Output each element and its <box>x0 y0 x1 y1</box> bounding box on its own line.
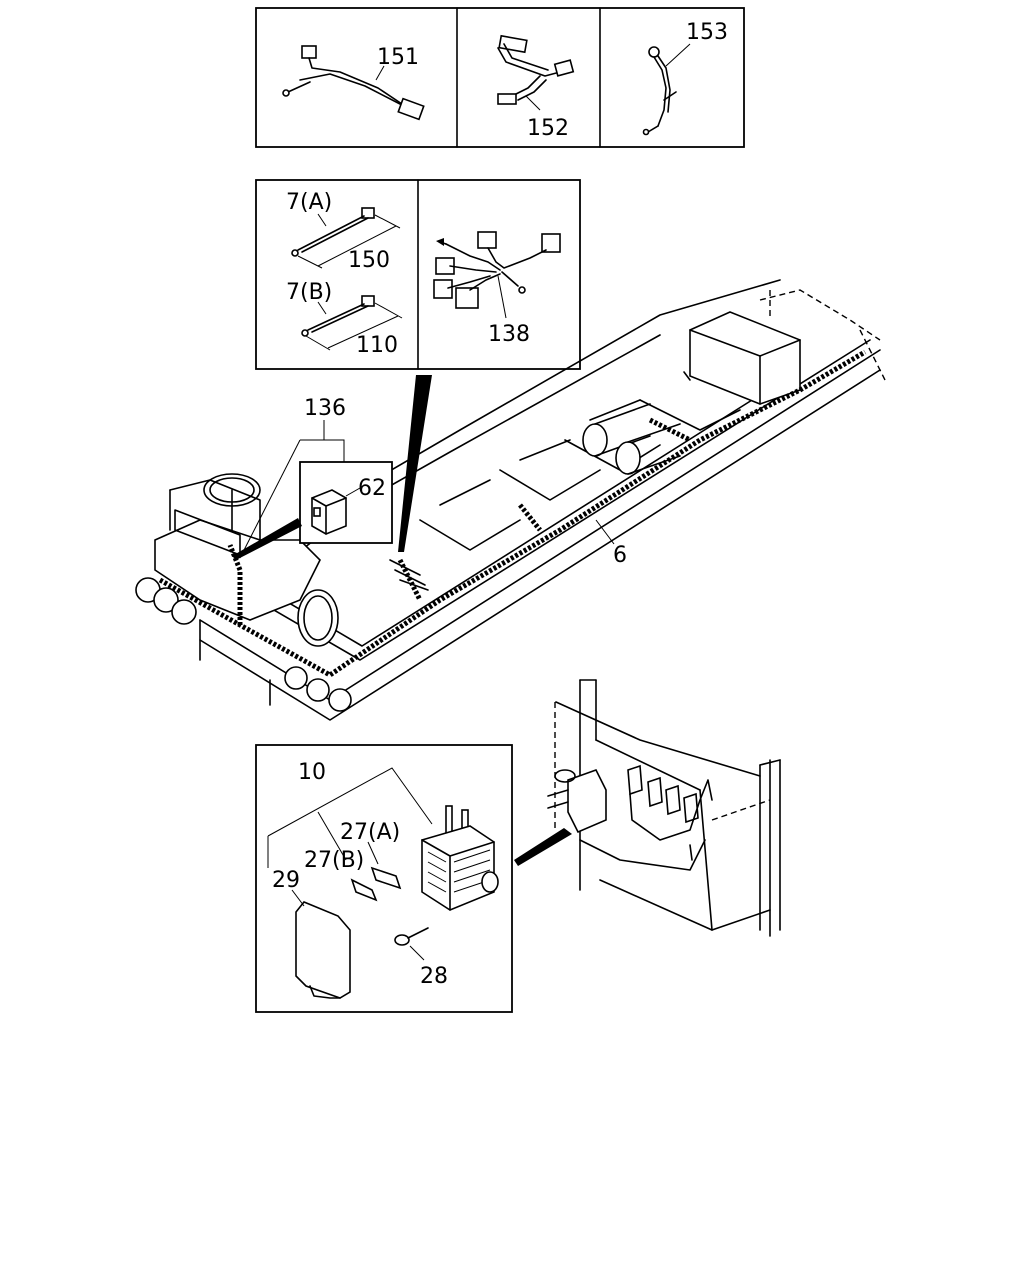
pointer-wedge-138 <box>398 375 432 552</box>
inset-panel-bottom <box>255 744 513 1013</box>
inset-relay-62 <box>232 420 393 560</box>
harness-152 <box>497 34 575 111</box>
callout-62: 62 <box>358 476 386 501</box>
regulator-10 <box>421 805 499 911</box>
harness-153 <box>642 43 691 136</box>
callout-152: 152 <box>527 116 569 141</box>
callout-10: 10 <box>298 760 326 785</box>
callout-138: 138 <box>488 322 530 347</box>
cover-29 <box>295 901 351 999</box>
cable-7a <box>291 207 401 269</box>
callout-136: 136 <box>304 396 346 421</box>
callout-29: 29 <box>272 868 300 893</box>
inset-panel-top: 151 152 153 <box>255 7 745 148</box>
screw-28 <box>394 927 429 961</box>
harness-151 <box>282 45 425 121</box>
truck-chassis <box>135 279 886 721</box>
callout-150: 150 <box>348 248 390 273</box>
callout-110: 110 <box>356 333 398 358</box>
cable-7b <box>301 295 403 351</box>
callout-7b: 7(B) <box>286 280 332 305</box>
callout-27b: 27(B) <box>304 848 364 873</box>
callout-28: 28 <box>420 964 448 989</box>
callout-27a: 27(A) <box>340 820 400 845</box>
callout-7a: 7(A) <box>286 190 332 215</box>
callout-6: 6 <box>613 543 627 568</box>
mount-panel-view <box>514 679 781 937</box>
inset-panel-middle: 7(A) 150 7(B) 110 <box>255 179 581 370</box>
harness-138 <box>433 231 561 319</box>
callout-153: 153 <box>686 20 728 45</box>
callout-151: 151 <box>377 45 419 70</box>
